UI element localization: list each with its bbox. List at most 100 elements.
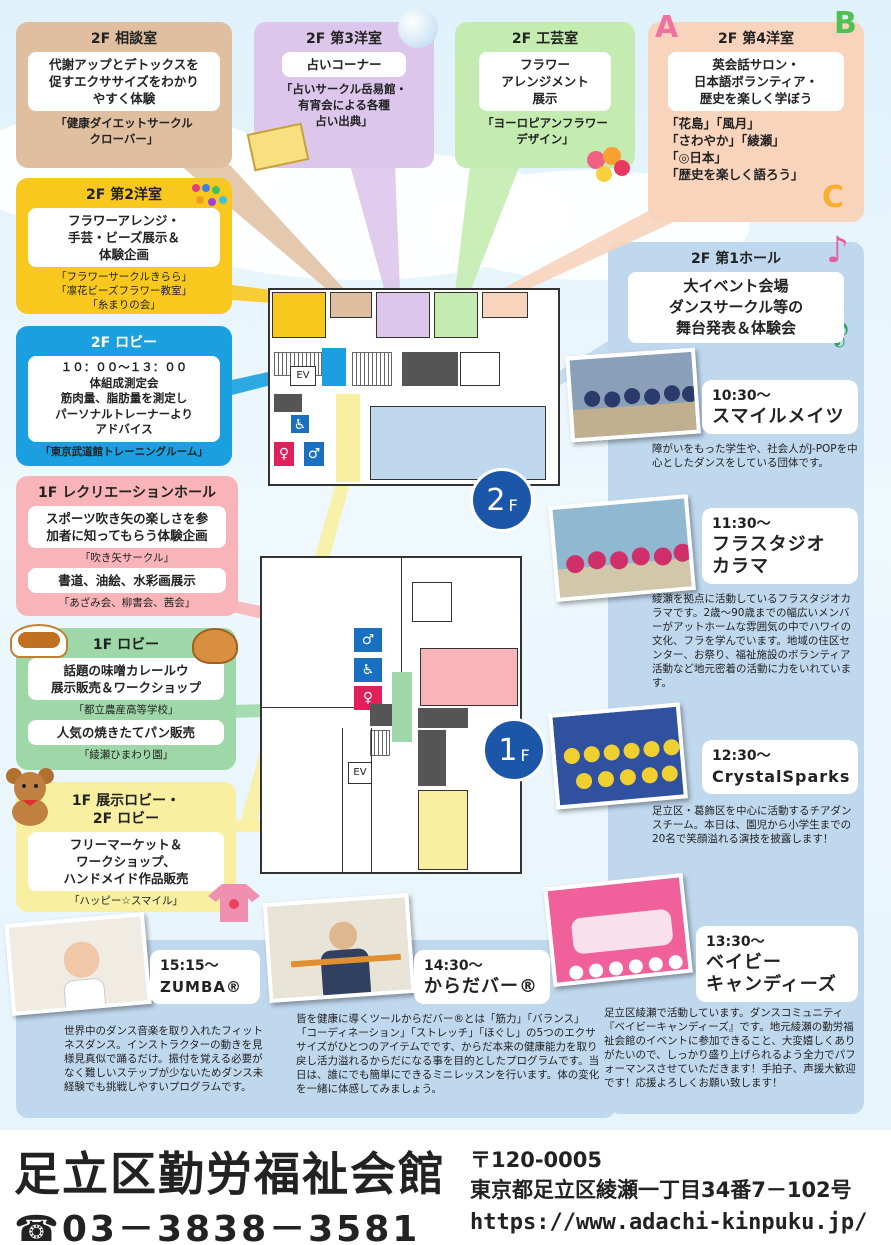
floor-number: 1 — [498, 732, 518, 768]
event-time: 15:15～ — [160, 958, 219, 974]
letter-c-icon: C — [822, 180, 845, 215]
room-desc: フリーマーケット＆ ワークショップ、 ハンドメイド作品販売 — [28, 832, 224, 891]
room-group: 「占いサークル岳易館・ 有宵会による各種 占い出典」 — [280, 82, 408, 128]
mens-restroom-icon: ♂ — [304, 442, 324, 466]
room-group: 「都立農産高等学校」 — [73, 704, 179, 716]
event-photo-zumba — [4, 912, 152, 1016]
room-title: 2F ロビー — [90, 335, 158, 351]
plan-western3 — [376, 292, 430, 338]
plan-elevator: EV — [290, 366, 316, 386]
event-desc: 世界中のダンス音楽を取り入れたフィットネスダンス。インストラクターの動きを見様見… — [64, 1025, 264, 1093]
music-note-icon: ♪ — [826, 230, 849, 271]
event-desc: 皆を健康に導くツールからだバー®とは「筋力」「バランス」「コーディネーション」「… — [296, 1013, 600, 1095]
event-name: スマイルメイツ — [712, 406, 845, 427]
room-desc: 人気の焼きたてパン販売 — [28, 720, 224, 745]
event-desc: 足立区・葛飾区を中心に活動するチアダンスチーム。本日は、園児から小学生までの20… — [652, 805, 852, 845]
room-desc: フラワー アレンジメント 展示 — [479, 52, 611, 111]
womens-restroom-icon: ♀ — [274, 442, 294, 466]
room-desc: 大イベント会場 ダンスサークル等の 舞台発表＆体験会 — [628, 272, 844, 343]
event-desc: 障がいをもった学生や、社会人がJ-POPを中心としたダンスをしている団体です。 — [652, 443, 858, 469]
plan-service-area — [418, 708, 468, 728]
plan-service-area — [402, 352, 458, 386]
teddy-bear-icon — [4, 766, 56, 826]
room-kougei: 2F 工芸室 フラワー アレンジメント 展示 「ヨーロピアンフラワー デザイン」 — [455, 22, 635, 168]
plan-hall1 — [370, 406, 546, 480]
room-group: 「東京武道館トレーニングルーム」 — [40, 445, 208, 458]
plan-lobby1 — [392, 672, 412, 742]
room-desc: 話題の味噌カレールウ 展示販売＆ワークショップ — [28, 658, 224, 700]
room-title: 2F 第3洋室 — [306, 31, 382, 47]
room-group: 「吹き矢サークル」 — [79, 552, 175, 564]
plan-rec-hall — [420, 648, 518, 706]
plan-lobby-corridor — [336, 394, 360, 482]
room-desc: １０：００～１３：００ 体組成測定会 筋肉量、脂肪量を測定し パーソナルトレーナ… — [28, 356, 220, 442]
crystal-ball-icon — [398, 8, 438, 48]
flower-bouquet-icon — [584, 146, 632, 186]
curry-plate-icon — [10, 624, 68, 658]
room-desc: 占いコーナー — [282, 52, 406, 77]
room-title: 1F レクリエーションホール — [38, 485, 216, 501]
event-name: ベイビー キャンディーズ — [706, 952, 837, 995]
room-group: 「あざみ会、柳書会、茜会」 — [58, 597, 196, 609]
event-name: からだバー® — [424, 976, 538, 997]
room-lobby1: 1F ロビー 話題の味噌カレールウ 展示販売＆ワークショップ 「都立農産高等学校… — [16, 628, 236, 770]
room-title: 1F 展示ロビー・ 2F ロビー — [71, 793, 181, 827]
website-url[interactable]: https://www.adachi-kinpuku.jp/ — [470, 1210, 868, 1235]
plan-room — [412, 582, 452, 622]
room-title: 2F 工芸室 — [511, 31, 579, 47]
event-time: 13:30～ — [706, 934, 765, 950]
event-photo-karadabar — [262, 893, 416, 1003]
room-group: 「ヨーロピアンフラワー デザイン」 — [482, 116, 608, 146]
floor-number: 2 — [486, 482, 506, 518]
plan-service-area — [418, 730, 446, 786]
plan-service-area — [274, 394, 302, 412]
floor-suffix: F — [508, 495, 518, 515]
event-time-card: 13:30～ ベイビー キャンディーズ — [696, 926, 858, 1002]
room-lobby2: 2F ロビー １０：００～１３：００ 体組成測定会 筋肉量、脂肪量を測定し パー… — [16, 326, 232, 466]
plan-room — [460, 352, 500, 386]
event-photo-babycandies — [543, 872, 693, 988]
event-name: CrystalSparks — [712, 767, 851, 786]
letter-b-icon: B — [834, 6, 857, 41]
event-time-card: 14:30～ からだバー® — [414, 950, 550, 1004]
event-name: ZUMBA® — [160, 978, 243, 996]
mens-restroom-icon: ♂ — [354, 628, 382, 652]
wheelchair-icon: ♿ — [290, 414, 310, 434]
room-title: 2F 第2洋室 — [86, 187, 162, 203]
room-desc: フラワーアレンジ・ 手芸・ビーズ展示＆ 体験企画 — [28, 208, 220, 267]
letter-a-icon: A — [655, 10, 679, 45]
event-time: 10:30～ — [712, 388, 771, 404]
room-desc: 書道、油絵、水彩画展示 — [28, 568, 226, 593]
room-western2: 2F 第2洋室 フラワーアレンジ・ 手芸・ビーズ展示＆ 体験企画 「フラワーサー… — [16, 178, 232, 314]
plan-soudan — [330, 292, 372, 318]
room-group: 「健康ダイエットサークル クローバー」 — [55, 116, 193, 146]
plan-kougei — [434, 292, 478, 338]
event-time-card: 11:30～ フラスタジオ カラマ — [702, 508, 858, 584]
beads-icon — [190, 182, 230, 212]
plan-exhibit-lobby — [418, 790, 468, 870]
plan-stairs — [352, 352, 392, 386]
phone-number: ☎03－3838－3581 — [14, 1209, 421, 1245]
plan-corridor — [342, 728, 372, 874]
event-time: 12:30～ — [712, 748, 771, 764]
room-group: 「花島」「風月」 「さわやか」「綾瀬」 「◎日本」 「歴史を楽しく語ろう」 — [666, 116, 804, 182]
event-name: フラスタジオ カラマ — [712, 534, 826, 577]
footer: 足立区勤労福祉会館 ☎03－3838－3581 〒120-0005 東京都足立区… — [0, 1130, 891, 1245]
event-desc: 足立区綾瀬で活動しています。ダンスコミュニティ『ベイビーキャンディーズ』です。地… — [604, 1007, 856, 1089]
room-soudan: 2F 相談室 代謝アップとデトックスを 促すエクササイズをわかり やすく体験 「… — [16, 22, 232, 168]
room-exhibit-lobby: 1F 展示ロビー・ 2F ロビー フリーマーケット＆ ワークショップ、 ハンドメ… — [16, 782, 236, 912]
plan-stairs — [370, 730, 390, 756]
plan-elevator: EV — [348, 762, 372, 784]
room-title: 2F 相談室 — [90, 31, 158, 47]
address: 東京都足立区綾瀬一丁目34番7－102号 — [470, 1178, 852, 1202]
room-title: 2F 第4洋室 — [718, 31, 794, 47]
room-title: 2F 第1ホール — [691, 251, 781, 267]
room-western4: 2F 第4洋室 英会話サロン・ 日本語ボランティア・ 歴史を楽しく学ぼう 「花島… — [648, 22, 864, 222]
event-time: 11:30～ — [712, 516, 771, 532]
hall-header: 2F 第1ホール 大イベント会場 ダンスサークル等の 舞台発表＆体験会 — [608, 248, 864, 347]
event-photo-hulastudio — [548, 494, 696, 602]
plan-lobby2 — [322, 348, 346, 386]
event-photo-crystalsparks — [548, 702, 688, 810]
